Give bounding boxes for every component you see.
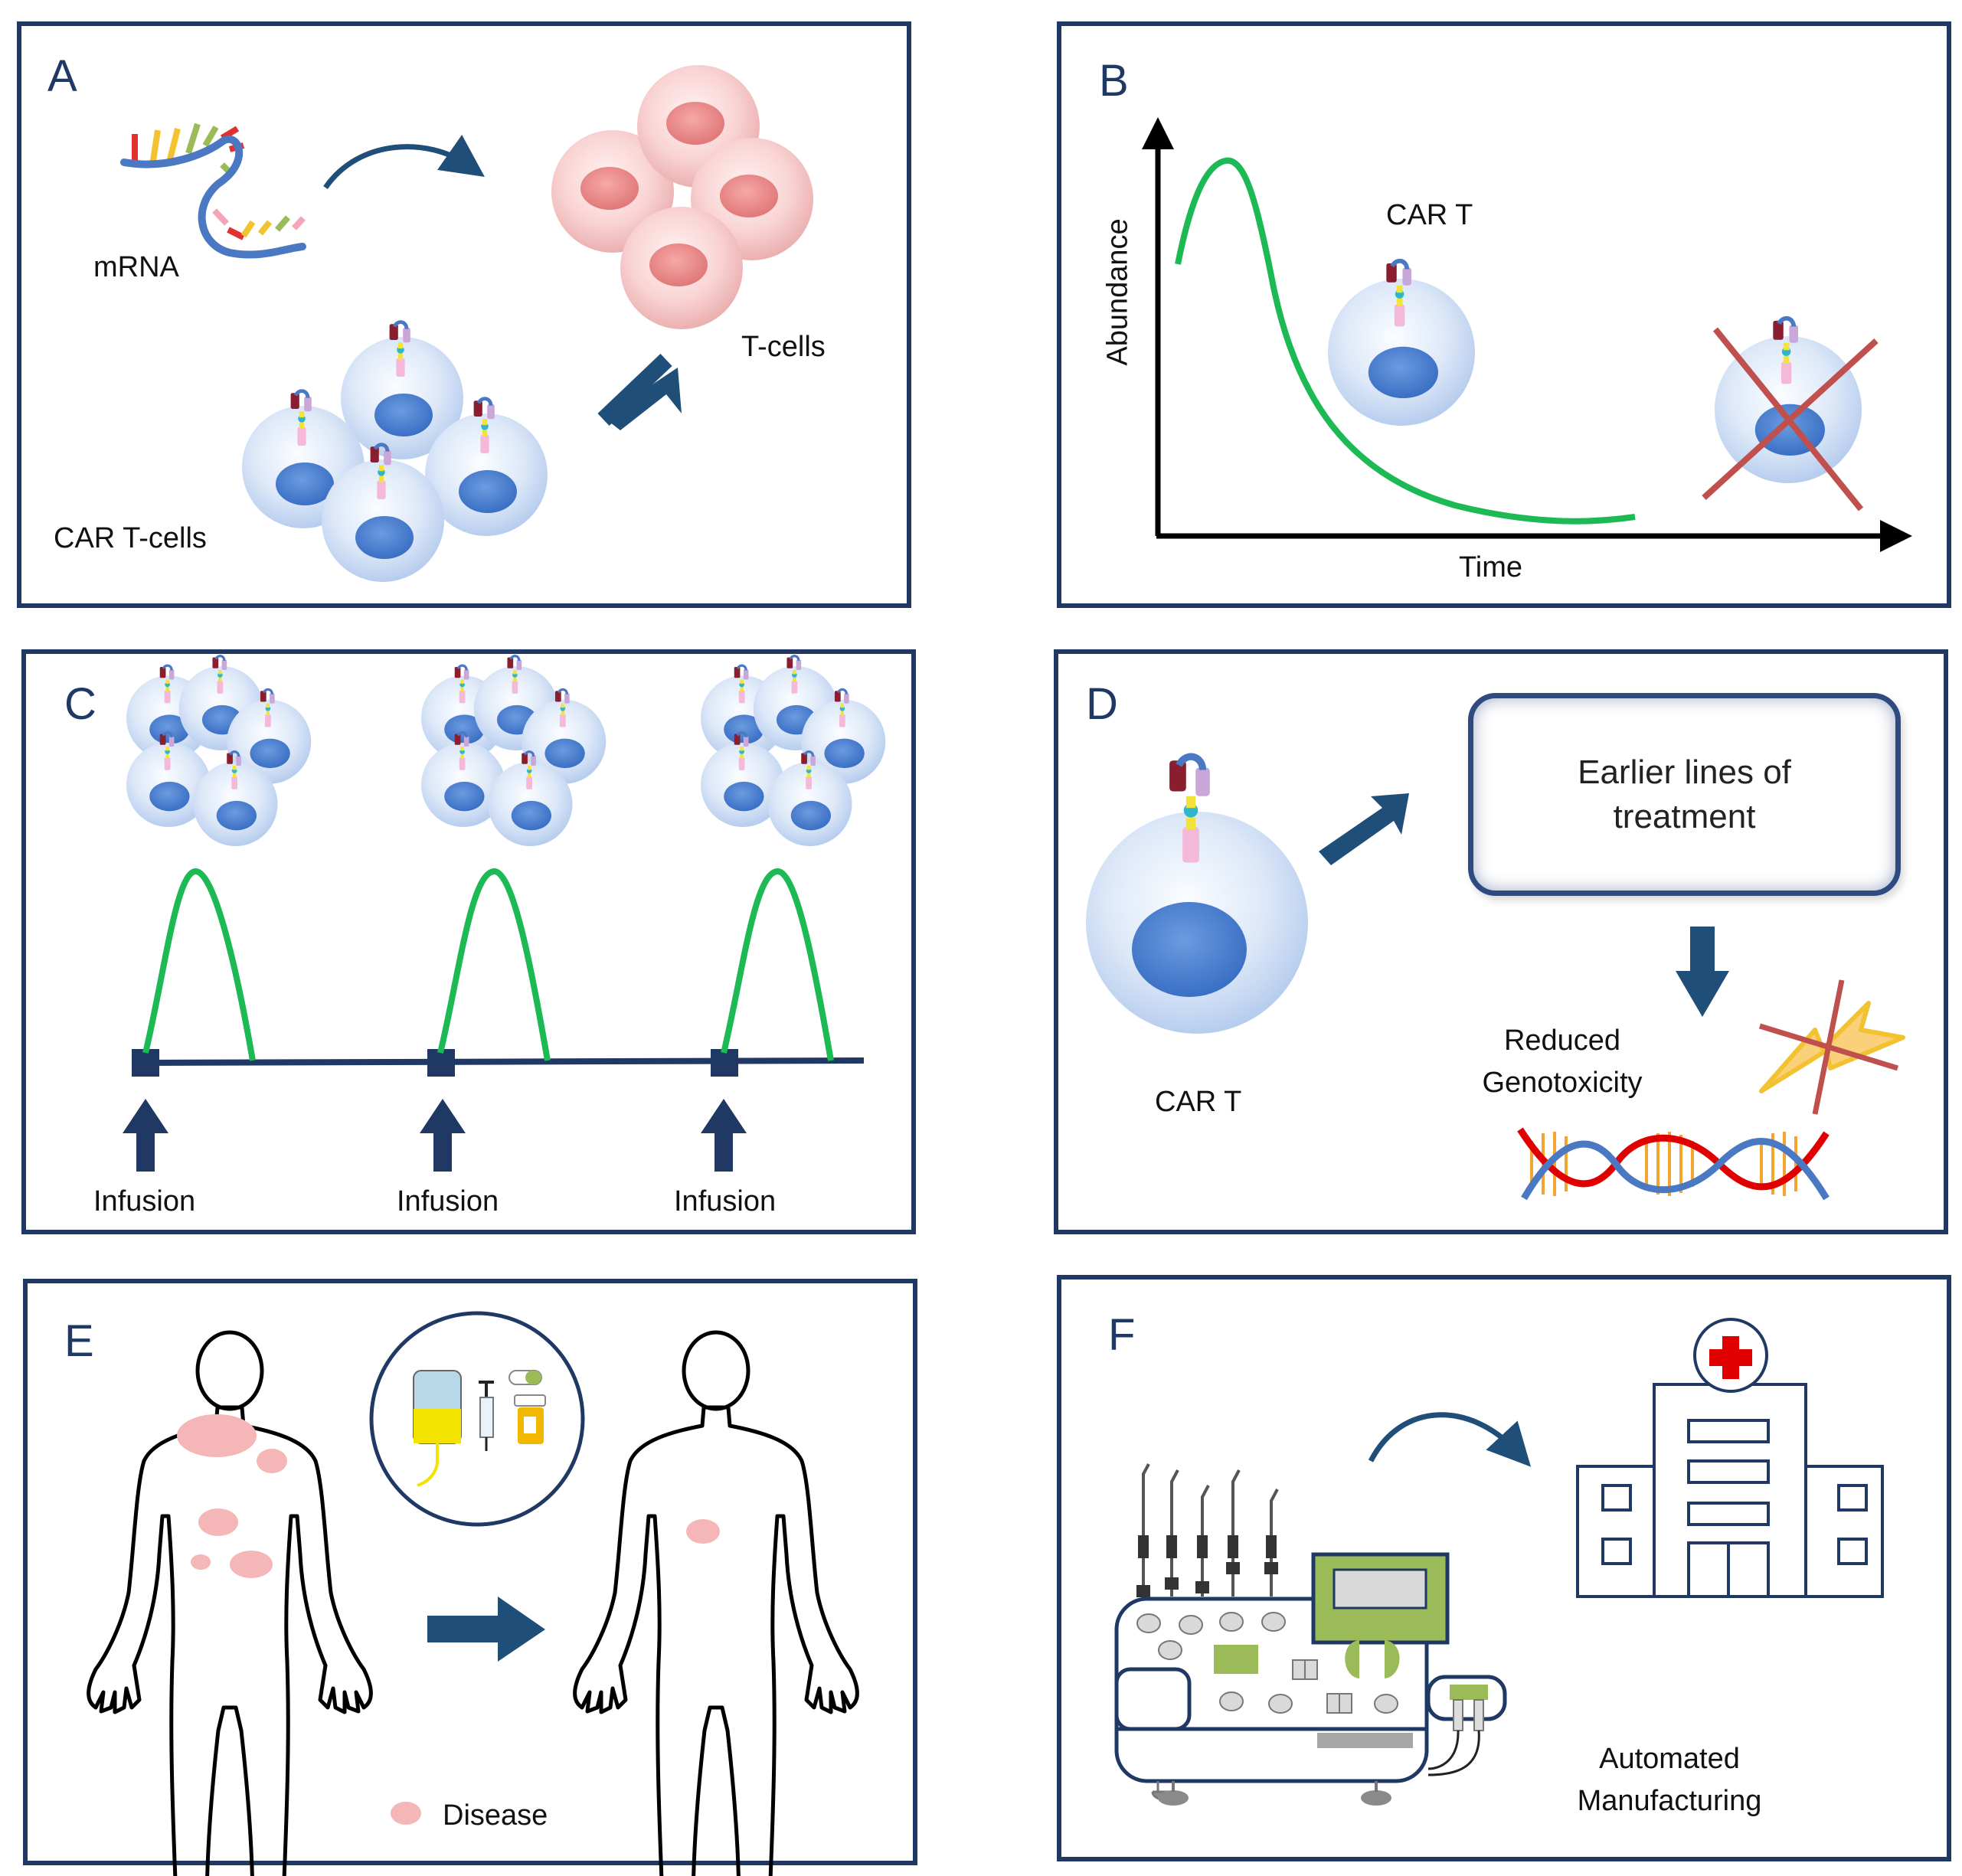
peak-curve-1 bbox=[142, 868, 256, 1061]
manufacturing-machine-icon bbox=[1114, 1463, 1507, 1806]
cross-out-icon bbox=[1702, 319, 1879, 511]
arrow-to-reduced-genotoxicity bbox=[1676, 927, 1729, 1017]
arrow-mrna-to-tcells bbox=[323, 135, 485, 189]
infusion-arrow-1 bbox=[123, 1099, 168, 1172]
body-outline-icon bbox=[575, 1332, 858, 1876]
panel-letter-c: C bbox=[64, 679, 96, 729]
infusion-label-3: Infusion bbox=[674, 1185, 777, 1217]
panel-letter-d: D bbox=[1086, 679, 1118, 729]
timepoint-2 bbox=[427, 1049, 455, 1077]
panel-letter-f: F bbox=[1108, 1310, 1136, 1360]
disease-legend-swatch bbox=[391, 1802, 421, 1825]
time-axis-label: Time bbox=[1459, 551, 1523, 583]
peak-curve-3 bbox=[721, 868, 834, 1061]
body-outline-icon bbox=[89, 1332, 371, 1876]
infusion-label-2: Infusion bbox=[397, 1185, 499, 1217]
panel-letter-e: E bbox=[64, 1316, 94, 1366]
timepoint-1 bbox=[132, 1049, 159, 1077]
car-t-cell-icon bbox=[242, 322, 548, 582]
lightning-icon bbox=[1758, 979, 1905, 1115]
car-t-cell-icon bbox=[1086, 757, 1308, 1034]
earlier-lines-line1: Earlier lines of bbox=[1578, 753, 1791, 791]
abundance-curve bbox=[1175, 157, 1636, 525]
panel-letter-a: A bbox=[47, 51, 77, 101]
reduced-line1: Reduced bbox=[1503, 1025, 1621, 1057]
arrow-shaft bbox=[597, 354, 672, 426]
earlier-lines-line2: treatment bbox=[1613, 797, 1756, 835]
mrna-strand-icon bbox=[120, 123, 306, 259]
arrow-machine-to-hospital bbox=[1368, 1412, 1532, 1467]
car-t-cluster-3 bbox=[701, 656, 885, 846]
infusion-arrow-2 bbox=[420, 1099, 466, 1172]
mrna-label: mRNA bbox=[93, 251, 179, 283]
car-t-cell-icon bbox=[1328, 261, 1475, 426]
car-t-label-d: CAR T bbox=[1155, 1086, 1242, 1118]
timeline bbox=[145, 1057, 865, 1066]
car-t-cluster-2 bbox=[421, 656, 606, 846]
automated-line2: Manufacturing bbox=[1577, 1785, 1762, 1817]
arrow-disease-reduction bbox=[427, 1597, 545, 1662]
car-tcells-label: CAR T-cells bbox=[54, 522, 207, 554]
infusion-arrow-3 bbox=[701, 1099, 747, 1172]
infusion-label-1: Infusion bbox=[93, 1185, 196, 1217]
pill-bottle-icon bbox=[514, 1394, 546, 1444]
car-t-cluster-1 bbox=[126, 656, 311, 846]
syringe-icon bbox=[479, 1381, 494, 1451]
arrow-tcells-to-cart bbox=[607, 368, 682, 430]
hospital-cross-icon bbox=[1709, 1336, 1752, 1379]
tcells-label: T-cells bbox=[741, 331, 826, 363]
timepoint-3 bbox=[711, 1049, 738, 1077]
arrow-to-earlier-lines bbox=[1319, 793, 1409, 865]
earlier-lines-box: Earlier lines of treatment bbox=[1468, 693, 1901, 896]
iv-bag-icon bbox=[413, 1370, 462, 1487]
automated-manufacturing-label: Automated Manufacturing bbox=[1547, 1738, 1792, 1822]
car-t-label-b: CAR T bbox=[1386, 199, 1473, 231]
treatment-circle bbox=[369, 1311, 585, 1527]
pill-icon bbox=[508, 1370, 542, 1385]
automated-line1: Automated bbox=[1599, 1743, 1740, 1775]
disease-legend-label: Disease bbox=[443, 1799, 548, 1832]
peak-curve-2 bbox=[437, 868, 551, 1061]
panel-b bbox=[1057, 21, 1951, 608]
abundance-axis-label: Abundance bbox=[1101, 218, 1134, 366]
reduced-genotoxicity-label: Reduced Genotoxicity bbox=[1459, 1020, 1666, 1104]
panel-letter-b: B bbox=[1099, 56, 1129, 106]
reduced-line2: Genotoxicity bbox=[1482, 1067, 1643, 1099]
dna-helix-icon bbox=[1517, 1127, 1830, 1201]
t-cell-icon bbox=[551, 65, 813, 329]
